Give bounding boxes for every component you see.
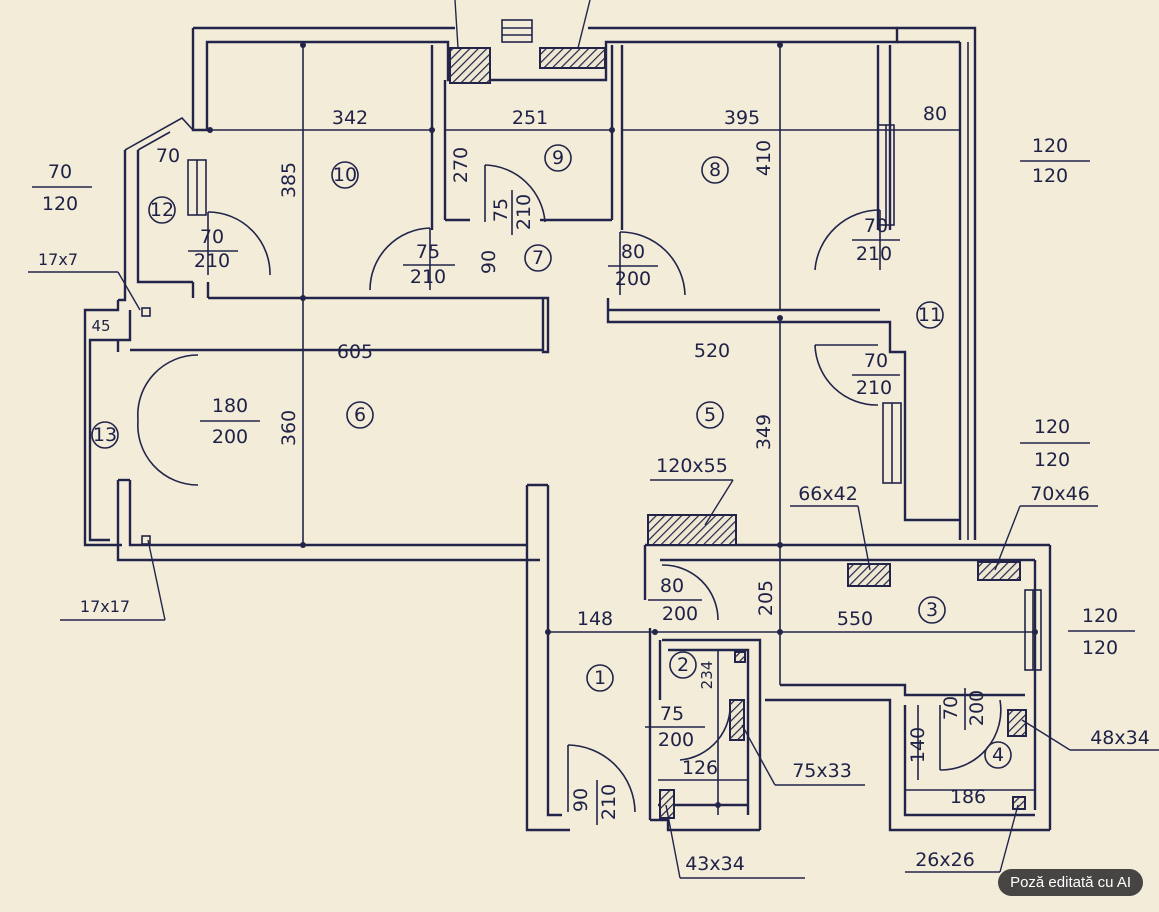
junction-dots xyxy=(207,42,1038,808)
ai-edited-badge: Poză editată cu AI xyxy=(998,869,1143,896)
door-9-top: 75 xyxy=(490,198,512,222)
door-9-bottom: 210 xyxy=(513,194,535,230)
door-5-bottom: 210 xyxy=(856,377,892,399)
room-9-number: 9 xyxy=(552,147,564,169)
callout-66x42: 66x42 xyxy=(798,483,858,505)
door-8-bottom: 200 xyxy=(615,268,651,290)
callout-75x33: 75x33 xyxy=(792,760,852,782)
door-12-top: 70 xyxy=(200,226,224,248)
door-1-bottom: 210 xyxy=(598,784,620,820)
door-swings xyxy=(137,164,1002,813)
door-4-bottom: 200 xyxy=(966,690,988,726)
room-11-number: 11 xyxy=(918,304,942,326)
dim-90: 90 xyxy=(478,250,500,274)
dim-395: 395 xyxy=(724,107,760,129)
opening-fractions: 70 120 120 120 120 120 120 120 70 210 75… xyxy=(32,135,1135,825)
room-8-number: 8 xyxy=(709,159,721,181)
room-3-number: 3 xyxy=(926,599,938,621)
room-4-number: 4 xyxy=(992,744,1004,766)
ducts xyxy=(449,47,1027,819)
windows xyxy=(187,19,1042,671)
dim-45: 45 xyxy=(91,317,110,335)
dim-70: 70 xyxy=(156,145,180,167)
dim-342: 342 xyxy=(332,107,368,129)
dim-234: 234 xyxy=(698,661,716,690)
window-right-mid-bottom: 120 xyxy=(1034,449,1070,471)
dim-385: 385 xyxy=(278,162,300,198)
room-1-number: 1 xyxy=(594,667,606,689)
window-left-top: 70 xyxy=(48,161,72,183)
door-10-top: 75 xyxy=(416,241,440,263)
door-4-top: 70 xyxy=(940,696,962,720)
window-right-bot-top: 120 xyxy=(1082,605,1118,627)
door-11-bottom: 210 xyxy=(856,243,892,265)
dim-251: 251 xyxy=(512,107,548,129)
door-3-top: 80 xyxy=(660,575,684,597)
door-10-bottom: 210 xyxy=(410,266,446,288)
door-2-bottom: 200 xyxy=(658,729,694,751)
room-12-number: 12 xyxy=(150,199,174,221)
dim-270: 270 xyxy=(450,147,472,183)
callout-17x17: 17x17 xyxy=(80,597,130,616)
door-13-top: 180 xyxy=(212,395,248,417)
dim-605: 605 xyxy=(337,341,373,363)
door-3-bottom: 200 xyxy=(662,603,698,625)
room-2-number: 2 xyxy=(677,654,689,676)
room-7-number: 7 xyxy=(532,247,544,269)
room-10-number: 10 xyxy=(333,164,357,186)
dim-349: 349 xyxy=(753,414,775,450)
window-right-top-top: 120 xyxy=(1032,135,1068,157)
callout-43x34: 43x34 xyxy=(685,853,745,875)
pointer-lines-top xyxy=(454,0,591,49)
dimension-labels: 342 251 395 80 385 270 410 90 70 45 605 … xyxy=(91,103,986,808)
room-numbers: 12 10 9 8 7 11 13 6 5 3 1 2 4 xyxy=(91,144,1012,769)
door-12-bottom: 210 xyxy=(194,250,230,272)
door-13-bottom: 200 xyxy=(212,426,248,448)
dim-410: 410 xyxy=(753,140,775,176)
room-6-number: 6 xyxy=(354,404,366,426)
callout-17x7: 17x7 xyxy=(38,250,78,269)
door-2-top: 75 xyxy=(660,703,684,725)
dim-126: 126 xyxy=(682,757,718,779)
dim-205: 205 xyxy=(755,580,777,616)
dim-520: 520 xyxy=(694,340,730,362)
callouts: 17x7 17x17 120x55 66x42 70x46 48x34 75x3… xyxy=(28,250,1159,879)
window-right-mid-top: 120 xyxy=(1034,416,1070,438)
room-13-number: 13 xyxy=(93,424,117,446)
door-8-top: 80 xyxy=(621,241,645,263)
window-left-bottom: 120 xyxy=(42,193,78,215)
door-5-top: 70 xyxy=(864,350,888,372)
callout-70x46: 70x46 xyxy=(1030,483,1090,505)
dim-148: 148 xyxy=(577,608,613,630)
window-right-bot-bottom: 120 xyxy=(1082,637,1118,659)
room-5-number: 5 xyxy=(704,404,716,426)
window-right-top-bottom: 120 xyxy=(1032,165,1068,187)
dim-80: 80 xyxy=(923,103,947,125)
dim-140: 140 xyxy=(907,727,929,763)
callout-26x26: 26x26 xyxy=(915,849,975,871)
callout-48x34: 48x34 xyxy=(1090,727,1150,749)
dim-186: 186 xyxy=(950,786,986,808)
callout-120x55: 120x55 xyxy=(656,455,728,477)
door-1-top: 90 xyxy=(570,788,592,812)
dim-550: 550 xyxy=(837,608,873,630)
dim-360: 360 xyxy=(278,410,300,446)
door-11-top: 70 xyxy=(864,215,888,237)
